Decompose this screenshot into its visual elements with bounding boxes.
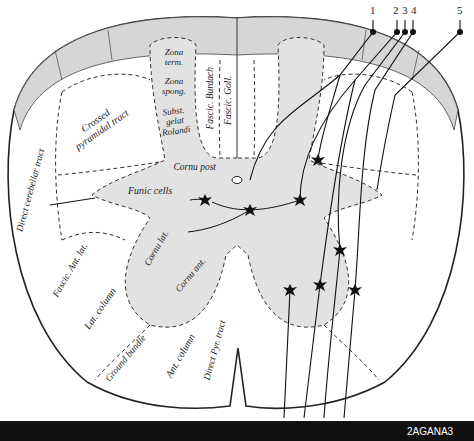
commissural-fibres <box>50 198 300 232</box>
region-label: Cornu post <box>174 162 217 172</box>
callout-number: 4 <box>411 4 417 16</box>
watermark: 2AGANA3 <box>407 426 453 437</box>
cell-label: Funic cells <box>128 185 172 196</box>
region-label: Zona term. <box>158 48 190 68</box>
dorsal-root-fibres <box>250 20 460 290</box>
tract-label: Fascic. Burdach <box>205 67 215 129</box>
cord-outline <box>8 17 464 408</box>
ganglion-dots <box>370 29 463 35</box>
ventral-root-fibres <box>284 250 355 418</box>
region-label: Zona spong. <box>156 77 192 97</box>
tract-label: Fascic. Goll. <box>223 76 233 125</box>
posterior-septum <box>237 18 238 158</box>
callout-number: 5 <box>457 4 463 16</box>
callout-number: 1 <box>370 4 376 16</box>
region-label: Subst. gelat Rolandi <box>153 104 197 139</box>
callout-number: 2 <box>393 4 399 16</box>
watermark-strip <box>0 421 474 441</box>
nerve-cells <box>198 154 362 296</box>
callout-number: 3 <box>402 4 408 16</box>
central-canal <box>232 177 242 184</box>
tract-boundaries <box>56 60 419 380</box>
